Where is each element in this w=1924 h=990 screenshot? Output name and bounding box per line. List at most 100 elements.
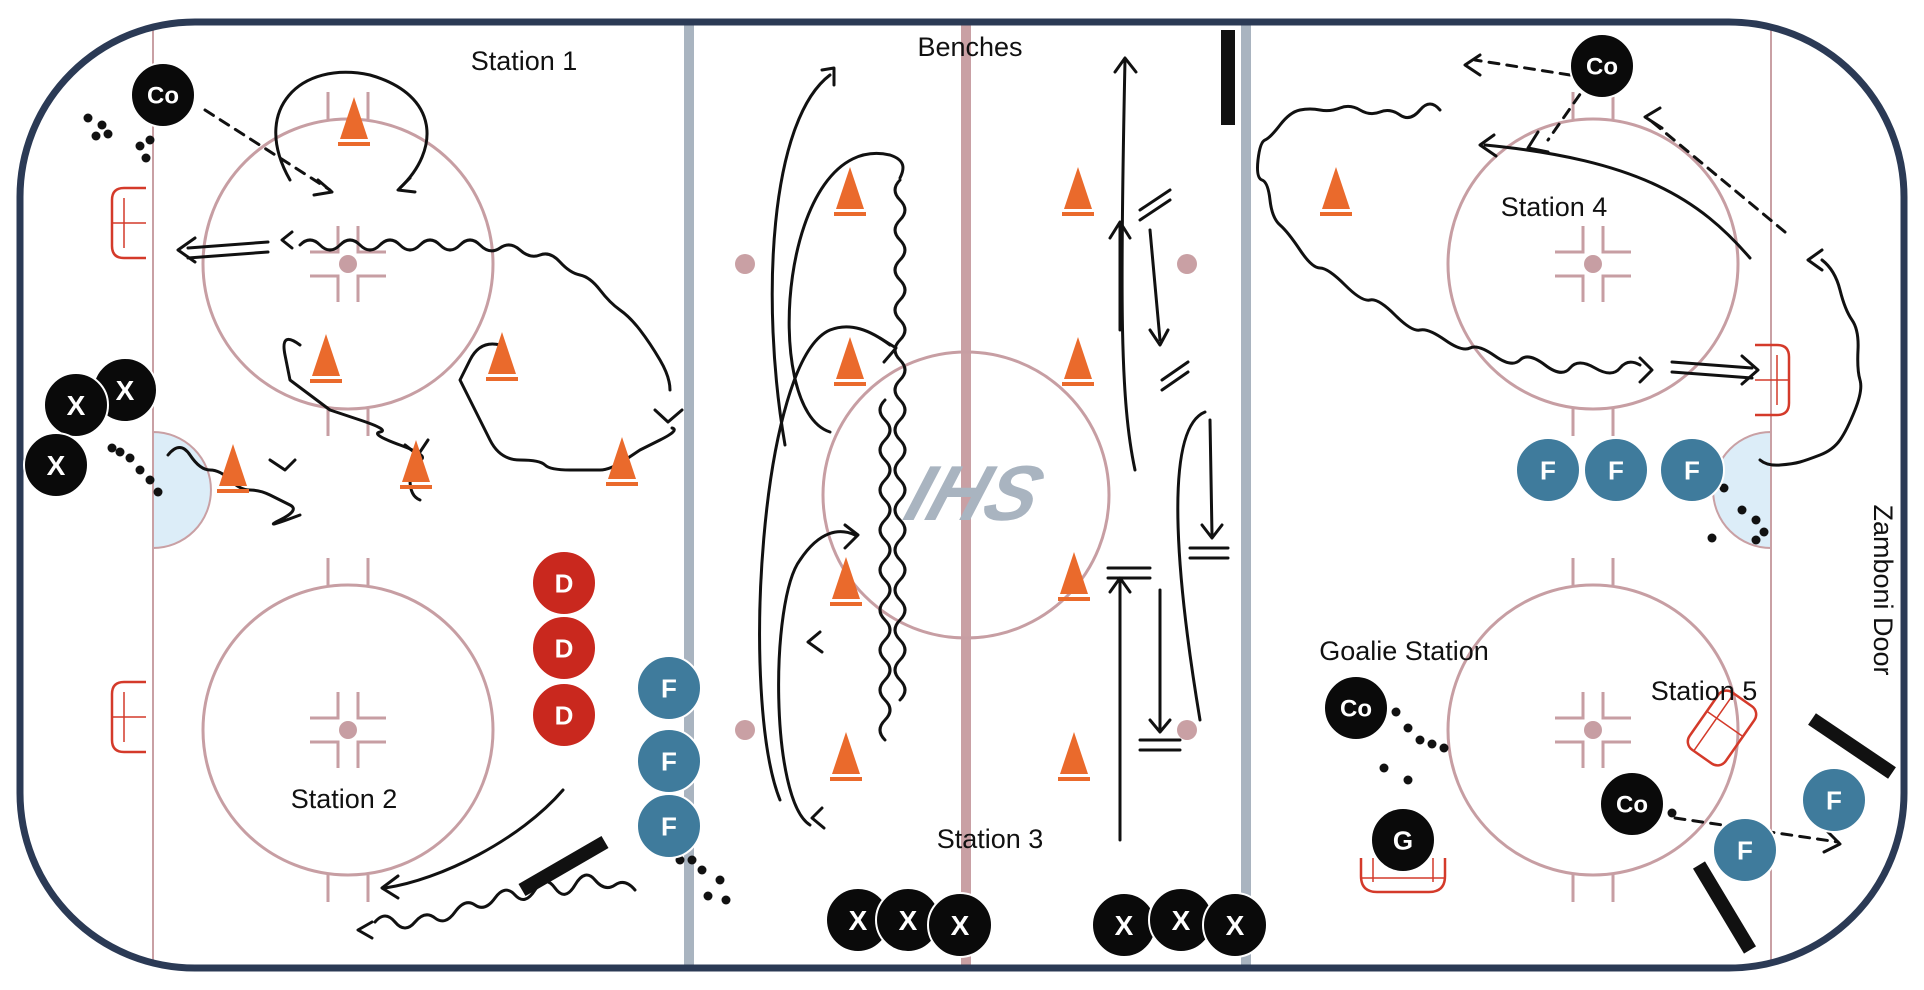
svg-text:F: F bbox=[1826, 785, 1842, 815]
puck-icon bbox=[1403, 723, 1413, 733]
puck-icon bbox=[145, 475, 155, 485]
puck-icon bbox=[1751, 515, 1761, 525]
cone-icon bbox=[1062, 167, 1094, 216]
faceoff-circle bbox=[1446, 558, 1740, 902]
cone-icon bbox=[1058, 732, 1090, 781]
puck-icon bbox=[1751, 535, 1761, 545]
player-token: X bbox=[875, 887, 941, 953]
player-token: X bbox=[23, 432, 89, 498]
coach-token: Co bbox=[1569, 33, 1635, 99]
faceoff-circle bbox=[1446, 92, 1740, 436]
svg-text:X: X bbox=[1172, 905, 1191, 936]
svg-text:X: X bbox=[951, 910, 970, 941]
svg-text:F: F bbox=[1737, 835, 1753, 865]
svg-text:F: F bbox=[661, 811, 677, 841]
puck-icon bbox=[1439, 743, 1449, 753]
puck-icon bbox=[145, 135, 155, 145]
puck-icon bbox=[1719, 483, 1729, 493]
player-token: X bbox=[1091, 892, 1157, 958]
cone-icon bbox=[1320, 167, 1352, 216]
puck-icon bbox=[115, 447, 125, 457]
label-station2: Station 2 bbox=[291, 784, 398, 814]
label-goalie-station: Goalie Station bbox=[1319, 636, 1489, 666]
goalie-token: G bbox=[1370, 807, 1436, 873]
faceoff-dot bbox=[735, 254, 755, 274]
label-station1: Station 1 bbox=[471, 46, 578, 76]
forward-token: F bbox=[636, 793, 702, 859]
cone-icon bbox=[834, 337, 866, 386]
svg-text:D: D bbox=[555, 700, 574, 730]
net-left-bottom bbox=[110, 680, 146, 754]
forward-token: F bbox=[636, 728, 702, 794]
cone-icon bbox=[338, 97, 370, 146]
svg-text:Co: Co bbox=[147, 83, 179, 110]
svg-text:X: X bbox=[1226, 910, 1245, 941]
puck-icon bbox=[1403, 775, 1413, 785]
puck-icon bbox=[715, 875, 725, 885]
player-token: X bbox=[1202, 892, 1268, 958]
puck-icon bbox=[687, 855, 697, 865]
puck-icon bbox=[135, 141, 145, 151]
puck-icon bbox=[153, 487, 163, 497]
puck-icon bbox=[107, 443, 117, 453]
cone-icon bbox=[486, 332, 518, 381]
center-logo: IHS bbox=[896, 450, 1054, 537]
forward-token: F bbox=[1515, 437, 1581, 503]
label-zamboni-door: Zamboni Door bbox=[1868, 504, 1898, 675]
puck-icon bbox=[83, 113, 93, 123]
coach-token: Co bbox=[1323, 675, 1389, 741]
svg-text:X: X bbox=[67, 390, 86, 421]
player-token: X bbox=[1148, 887, 1214, 953]
faceoff-dot bbox=[1177, 254, 1197, 274]
defense-token: D bbox=[531, 682, 597, 748]
cone-icon bbox=[1062, 337, 1094, 386]
barrier bbox=[518, 835, 609, 897]
defense-token: D bbox=[531, 550, 597, 616]
puck-icon bbox=[1667, 808, 1677, 818]
faceoff-dot bbox=[735, 720, 755, 740]
faceoff-circle bbox=[201, 558, 495, 902]
faceoff-dot bbox=[1177, 720, 1197, 740]
svg-text:F: F bbox=[1608, 455, 1624, 485]
forward-token: F bbox=[1712, 817, 1778, 883]
net-goalie-station bbox=[1359, 858, 1447, 894]
cone-icon bbox=[606, 437, 638, 486]
cone-icon bbox=[310, 334, 342, 383]
coach-token: Co bbox=[130, 62, 196, 128]
svg-text:G: G bbox=[1393, 825, 1413, 855]
cone-icon bbox=[1058, 552, 1090, 601]
svg-text:F: F bbox=[661, 746, 677, 776]
puck-icon bbox=[1379, 763, 1389, 773]
svg-text:F: F bbox=[661, 673, 677, 703]
player-token: X bbox=[927, 892, 993, 958]
svg-text:F: F bbox=[1684, 455, 1700, 485]
label-station3: Station 3 bbox=[937, 824, 1044, 854]
label-benches: Benches bbox=[917, 32, 1022, 62]
barrier bbox=[1692, 861, 1757, 954]
puck-icon bbox=[1415, 735, 1425, 745]
puck-icon bbox=[1707, 533, 1717, 543]
cone-icon bbox=[830, 557, 862, 606]
forward-token: F bbox=[1659, 437, 1725, 503]
puck-icon bbox=[1737, 505, 1747, 515]
puck-icon bbox=[135, 465, 145, 475]
cone-icon bbox=[834, 167, 866, 216]
svg-text:Co: Co bbox=[1616, 792, 1648, 819]
label-station4: Station 4 bbox=[1501, 192, 1608, 222]
barrier bbox=[1808, 713, 1896, 779]
puck-icon bbox=[697, 865, 707, 875]
puck-icon bbox=[703, 891, 713, 901]
net-station5 bbox=[1686, 689, 1758, 767]
svg-text:D: D bbox=[555, 633, 574, 663]
puck-icon bbox=[97, 120, 107, 130]
puck-icon bbox=[91, 131, 101, 141]
svg-text:X: X bbox=[899, 905, 918, 936]
svg-text:X: X bbox=[849, 905, 868, 936]
puck-icon bbox=[125, 453, 135, 463]
forward-token: F bbox=[1583, 437, 1649, 503]
player-token: X bbox=[43, 372, 109, 438]
puck-icon bbox=[1759, 527, 1769, 537]
puck-icon bbox=[1391, 707, 1401, 717]
center-circle bbox=[821, 350, 1111, 640]
